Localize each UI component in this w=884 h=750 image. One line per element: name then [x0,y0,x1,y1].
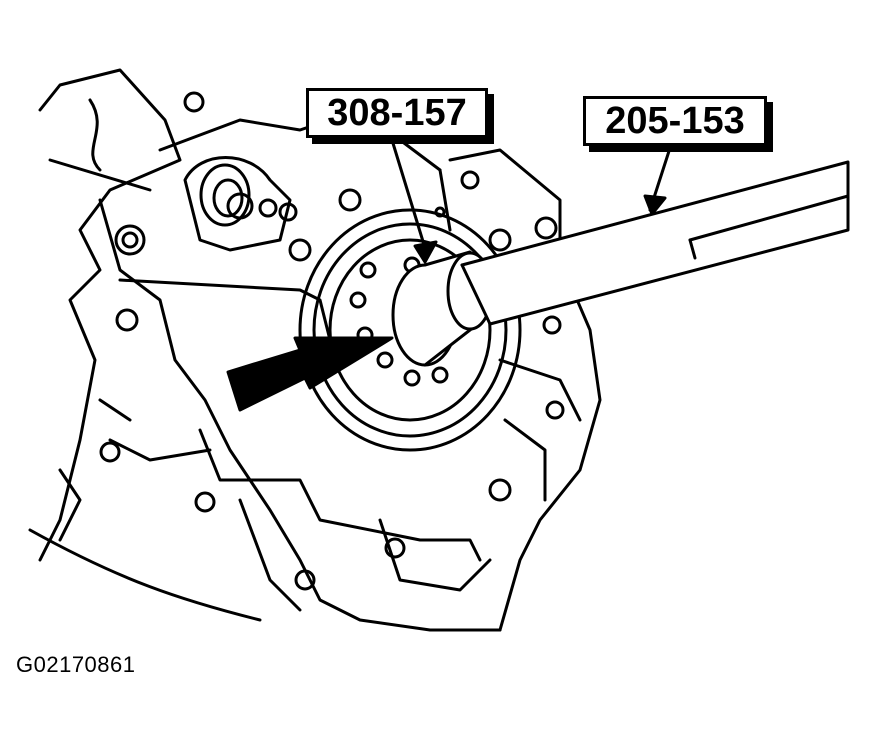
figure-identifier: G02170861 [16,652,136,677]
tool-number-label-205-153: 205-153 [583,96,767,146]
crankshaft-seal-housing [298,208,522,452]
tool-number-label-308-157: 308-157 [306,88,488,138]
engine-bolt-holes [99,91,565,591]
engine-block-outline [28,68,602,632]
upper-bore-housing [183,156,292,252]
handle-tool [460,160,850,326]
direction-arrow-icon [226,336,394,412]
callout-leader-lines [390,138,672,264]
